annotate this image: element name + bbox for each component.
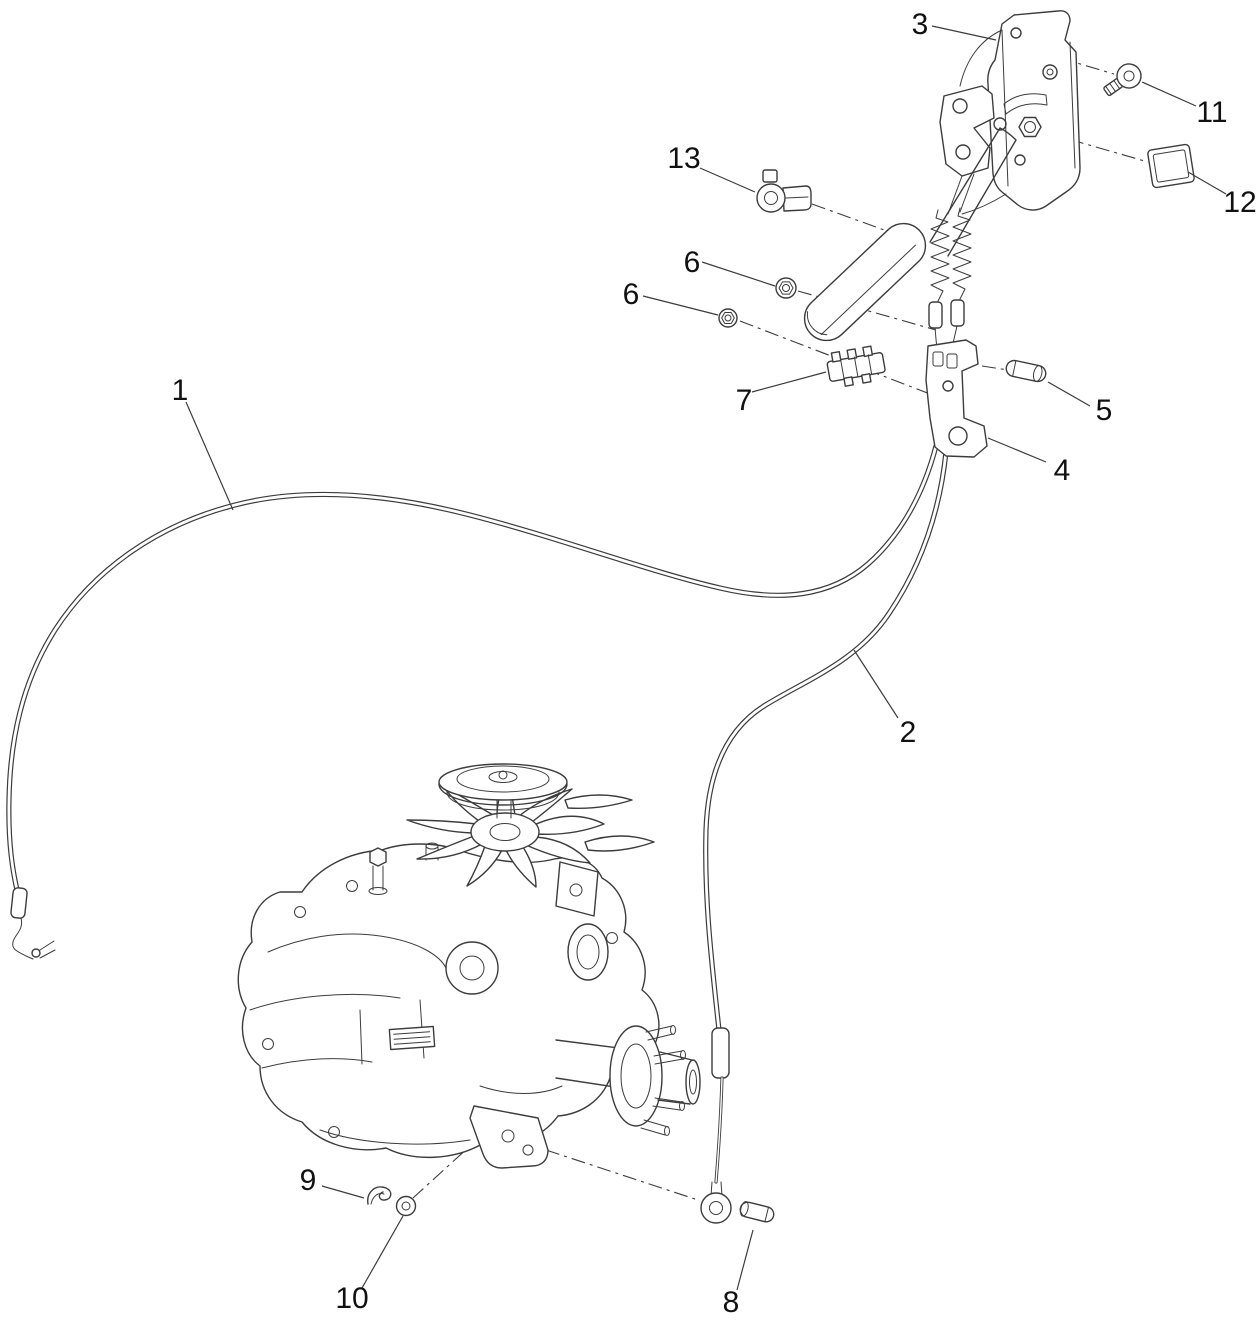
top-bolt	[368, 847, 388, 895]
housing-bottom-bracket	[469, 1105, 549, 1169]
leader-5	[1047, 381, 1091, 407]
cable-barrel-b	[950, 299, 965, 327]
leader-6a	[701, 261, 776, 287]
leader-12	[1187, 171, 1227, 195]
part-3-brake-lever-assembly	[803, 10, 1081, 353]
centerline-clevis-8	[545, 1149, 699, 1201]
part-9-cotter-pin	[367, 1186, 392, 1205]
callouts: 3 11 13 12 6 6 7 5 1 4 2 9 10 8	[172, 8, 1257, 1319]
transaxle-assembly	[237, 763, 701, 1169]
leader-1	[185, 401, 234, 511]
cable-2-barrel	[711, 1027, 730, 1079]
callout-11: 11	[1196, 96, 1227, 129]
lever-grip	[803, 222, 927, 342]
part-4-cable-bracket	[925, 339, 988, 458]
leader-11	[1141, 81, 1197, 107]
lever-arm	[929, 127, 1017, 257]
part-6-flange-nut-a	[775, 277, 797, 299]
return-springs	[930, 207, 972, 302]
part-8-clevis-pin	[739, 1201, 775, 1223]
part-5-pin	[1005, 359, 1047, 383]
callout-2: 2	[900, 716, 917, 749]
part-2-cable	[700, 449, 949, 1224]
callout-12: 12	[1223, 186, 1256, 219]
callout-7: 7	[736, 384, 753, 417]
leader-3	[931, 25, 997, 41]
pulley	[438, 763, 568, 819]
centerline-nut-6a	[797, 290, 937, 331]
leader-lines	[185, 25, 1227, 1291]
housing-side-plate	[555, 861, 599, 917]
cable-1-end-fitting	[10, 887, 56, 960]
callout-6a: 6	[684, 246, 701, 279]
part-10-washer	[395, 1195, 417, 1217]
cable-barrel-a	[928, 301, 943, 329]
callout-3: 3	[912, 8, 929, 41]
housing-boss	[445, 941, 499, 995]
leader-4	[987, 437, 1047, 463]
leader-10	[361, 1215, 404, 1289]
callout-10: 10	[335, 1282, 368, 1315]
callout-5: 5	[1096, 394, 1113, 427]
centerline-pad-12	[1043, 131, 1149, 163]
callout-9: 9	[300, 1164, 317, 1197]
part-12-pad	[1147, 143, 1195, 189]
axle-hub	[555, 1025, 701, 1136]
plate-hex-bolt	[1018, 116, 1042, 138]
part-11-screw	[1103, 63, 1142, 97]
part-6-flange-nut-b	[718, 308, 738, 328]
leader-8	[736, 1229, 754, 1291]
callout-13: 13	[667, 142, 700, 175]
part-7-harness-clip	[826, 345, 886, 387]
callout-1: 1	[172, 374, 189, 407]
mount-plate	[987, 10, 1081, 211]
callout-6b: 6	[623, 278, 640, 311]
housing-port	[567, 923, 609, 981]
hub-flange	[609, 1025, 663, 1127]
leader-9	[321, 1185, 365, 1199]
cable-2-clevis	[700, 1181, 732, 1224]
part-1-cable	[6, 443, 939, 960]
centerline-pin-5	[981, 365, 1009, 371]
pivot-bracket	[939, 85, 995, 177]
callout-4: 4	[1054, 454, 1071, 487]
id-sticker	[388, 1025, 436, 1051]
leader-2	[853, 649, 899, 719]
leader-13	[699, 167, 756, 193]
part-13-cable-clamp	[756, 169, 812, 213]
leader-7	[751, 371, 827, 393]
fan-hub	[470, 812, 540, 852]
callout-8: 8	[723, 1286, 740, 1319]
leader-6b	[642, 295, 719, 316]
